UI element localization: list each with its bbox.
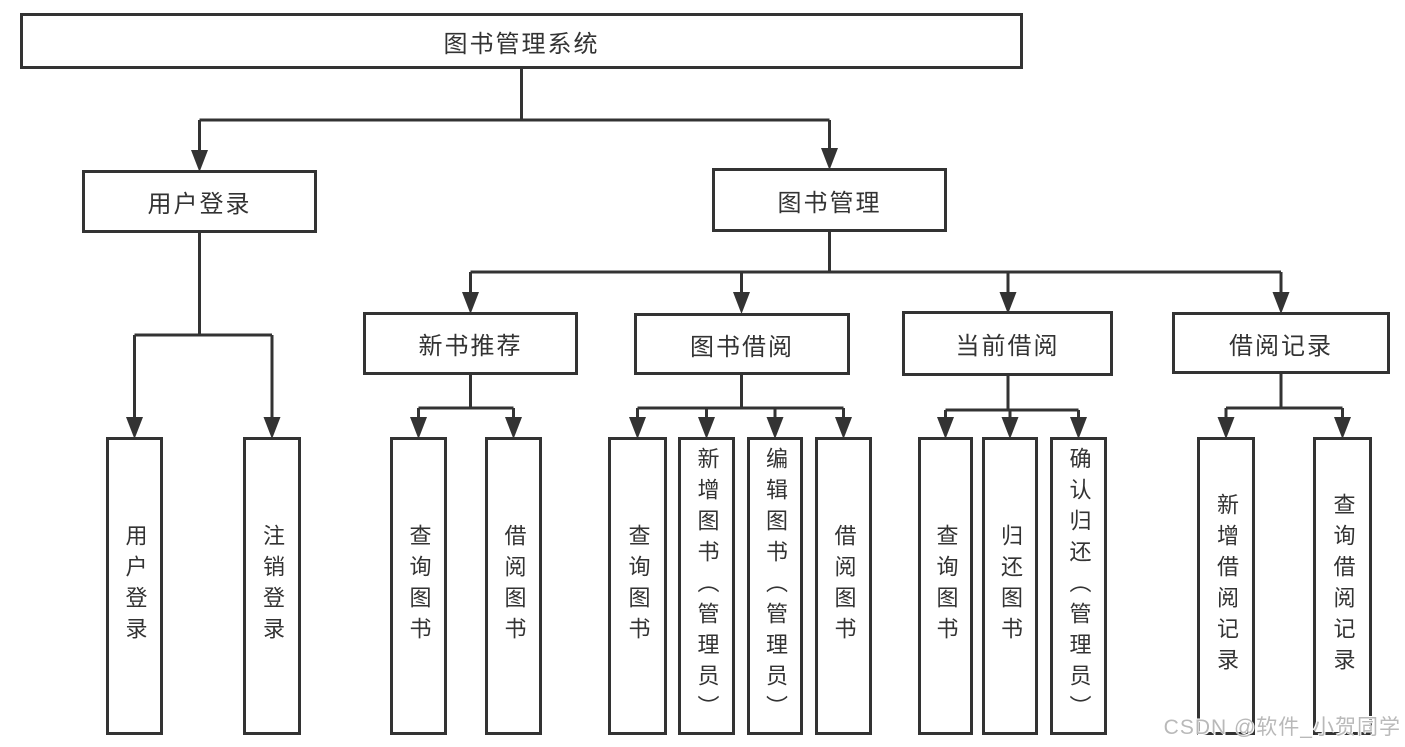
leaf-user-login: 用户登录 — [106, 437, 163, 735]
connector-arrowhead — [126, 417, 143, 439]
leaf-cb-return-books: 归还图书 — [982, 437, 1038, 735]
node-label: 新书推荐 — [418, 333, 523, 360]
leaf-br-add-borrow-record: 新增借阅记录 — [1197, 437, 1255, 735]
leaf-cb-confirm-return-admin: 确认归还（管理员） — [1050, 437, 1107, 735]
connector-arrowhead — [698, 417, 715, 439]
connector-arrowhead — [1272, 292, 1290, 314]
node-label: 注销登录 — [260, 524, 285, 648]
node-label: 图书借阅 — [690, 333, 794, 361]
connector-arrowhead — [835, 417, 852, 439]
node-current-borrowing: 当前借阅 — [902, 311, 1113, 376]
connector-arrowhead — [505, 417, 522, 439]
leaf-cb-query-books: 查询图书 — [918, 437, 973, 735]
connector-path — [133, 69, 1344, 423]
node-label: 新增借阅记录 — [1214, 493, 1239, 679]
node-label: 借阅记录 — [1229, 332, 1333, 360]
leaf-nbr-query-books: 查询图书 — [390, 437, 447, 735]
node-book-borrowing: 图书借阅 — [634, 313, 850, 375]
connector-arrowhead — [191, 150, 208, 172]
leaf-br-query-borrow-record: 查询借阅记录 — [1313, 437, 1372, 735]
leaf-bb-query-books: 查询图书 — [608, 437, 667, 735]
node-label: 图书管理 — [777, 189, 882, 217]
node-label: 借阅图书 — [831, 524, 857, 648]
node-root: 图书管理系统 — [20, 13, 1023, 69]
leaf-nbr-borrow-books: 借阅图书 — [485, 437, 542, 735]
leaf-bb-edit-books-admin: 编辑图书（管理员） — [747, 437, 803, 735]
connector-arrowhead — [629, 417, 646, 439]
connector-arrowhead — [1334, 417, 1351, 439]
node-label: 图书管理系统 — [443, 30, 600, 58]
connector-arrowhead — [937, 417, 954, 439]
node-new-book-recommendation: 新书推荐 — [363, 312, 578, 375]
leaf-bb-borrow-books: 借阅图书 — [815, 437, 872, 735]
node-label: 编辑图书（管理员） — [763, 446, 788, 726]
connector-arrowhead — [410, 417, 427, 439]
connector-arrowhead — [733, 292, 750, 314]
connector-arrowhead — [462, 292, 479, 314]
node-label: 查询图书 — [406, 524, 432, 648]
node-label: 当前借阅 — [955, 333, 1060, 360]
node-borrowing-records: 借阅记录 — [1172, 312, 1390, 374]
node-label: 归还图书 — [998, 524, 1023, 648]
connector-arrowhead — [821, 148, 838, 170]
connector-arrowhead — [999, 292, 1017, 314]
connector-arrowhead — [263, 417, 281, 439]
node-label: 确认归还（管理员） — [1066, 446, 1092, 726]
node-label: 查询借阅记录 — [1330, 493, 1356, 679]
node-label: 查询图书 — [625, 524, 651, 648]
node-label: 查询图书 — [933, 524, 959, 648]
node-user-login: 用户登录 — [82, 170, 317, 233]
node-label: 借阅图书 — [501, 524, 527, 648]
connector-arrowhead — [1217, 417, 1235, 439]
leaf-logout-login: 注销登录 — [243, 437, 301, 735]
watermark-text: CSDN @软件_小贺同学 — [1163, 716, 1401, 739]
connector-arrowhead — [766, 417, 784, 439]
connector-arrowhead — [1001, 417, 1019, 439]
node-label: 用户登录 — [122, 524, 148, 648]
node-label: 新增图书（管理员） — [694, 446, 720, 726]
leaf-bb-add-books-admin: 新增图书（管理员） — [678, 437, 735, 735]
node-book-management: 图书管理 — [712, 168, 947, 232]
node-label: 用户登录 — [147, 191, 252, 218]
connector-arrowhead — [1070, 417, 1087, 439]
